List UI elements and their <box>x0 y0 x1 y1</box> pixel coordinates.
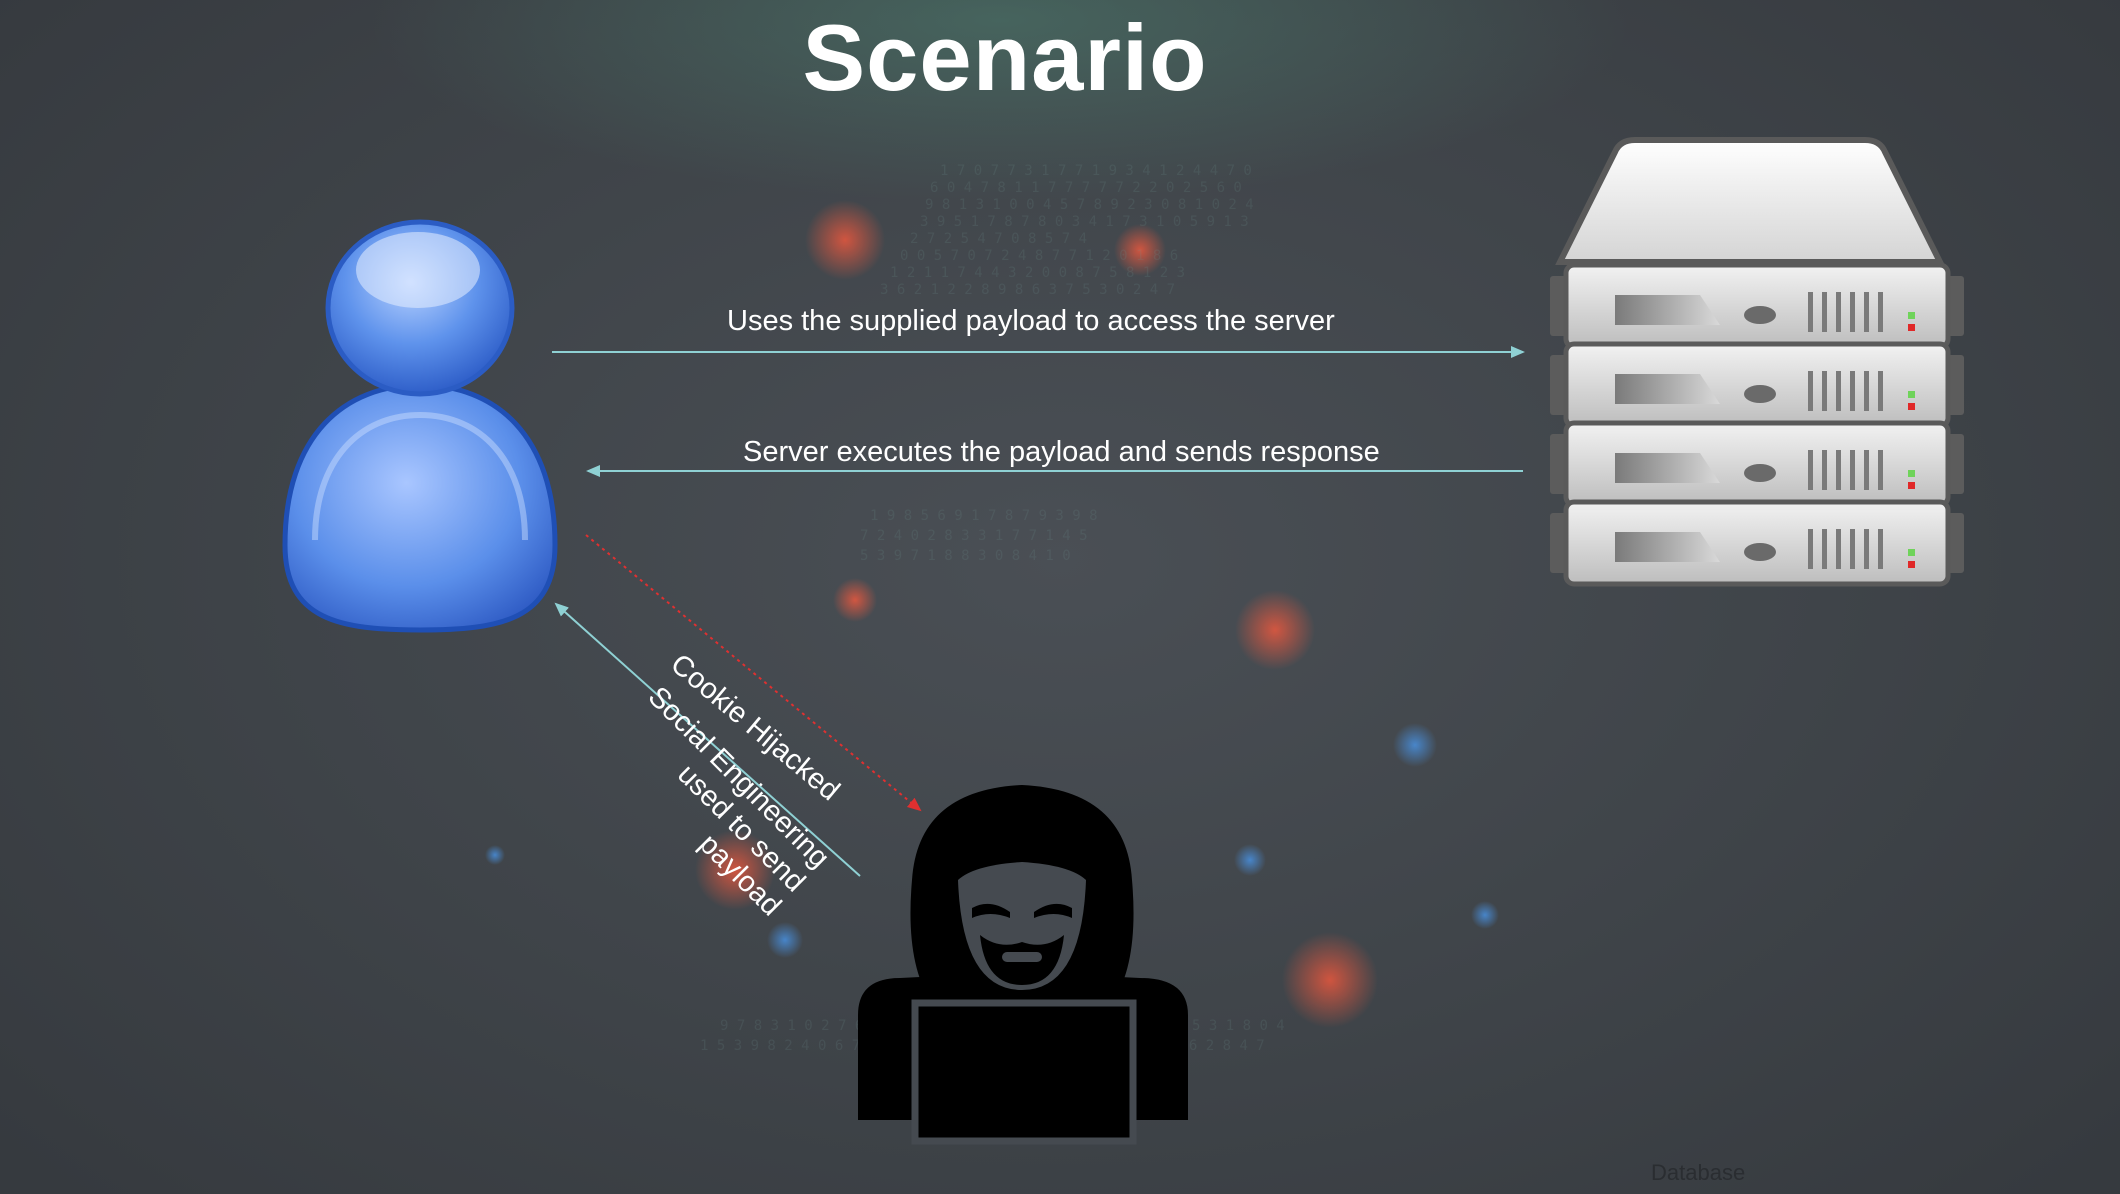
svg-text:6 0 4 7 8 1 1 7 7 7 7 7 2 2 0: 6 0 4 7 8 1 1 7 7 7 7 7 2 2 0 2 5 6 0 <box>930 180 1242 196</box>
svg-text:3 6 2 1 2 2 8 9 8 6 3 7 5 3 0: 3 6 2 1 2 2 8 9 8 6 3 7 5 3 0 2 4 7 <box>880 282 1175 298</box>
edge-label-uses-payload: Uses the supplied payload to access the … <box>727 305 1335 337</box>
edge-label-server-response: Server executes the payload and sends re… <box>743 436 1380 468</box>
svg-text:9 8 1 3 1 0 0 4 5 7 8 9 2 3 0: 9 8 1 3 1 0 0 4 5 7 8 9 2 3 0 8 1 0 2 4 <box>925 197 1254 213</box>
footer-label: Database <box>1651 1160 1746 1185</box>
svg-text:5 3 9 7 1 8 8 3 0 8 4 1 0: 5 3 9 7 1 8 8 3 0 8 4 1 0 <box>860 548 1071 564</box>
svg-text:0 0 5 7 0 7 2 4 8 7 7 1 2 0 1: 0 0 5 7 0 7 2 4 8 7 7 1 2 0 1 8 6 <box>900 248 1178 264</box>
user-icon <box>282 219 558 633</box>
edge-cookie-hijacked <box>585 534 922 812</box>
edge-social-engineering <box>554 602 861 877</box>
svg-text:1 2 1 1 7 4 4 3 2 0 0 8 7 5 8: 1 2 1 1 7 4 4 3 2 0 0 8 7 5 8 1 2 3 <box>890 265 1185 281</box>
svg-text:1 9 8 5 6 9 1 7 8 7 9 3 9 8: 1 9 8 5 6 9 1 7 8 7 9 3 9 8 <box>870 508 1098 524</box>
server-rack-icon <box>1550 137 1964 587</box>
svg-text:3 9 5 1 7 8 7 8 0 3 4 1 7 3 1: 3 9 5 1 7 8 7 8 0 3 4 1 7 3 1 0 5 9 1 3 <box>920 214 1249 230</box>
svg-text:2 7 2 5 4 7 0 8 5: 2 7 2 5 4 7 0 8 5 7 4 <box>910 231 1087 247</box>
svg-text:7 2 4 0 2 8 3 3 1 7 7 1 4 5: 7 2 4 0 2 8 3 3 1 7 7 1 4 5 <box>860 528 1088 544</box>
hacker-icon <box>858 785 1188 1145</box>
page-title: Scenario <box>802 5 1208 110</box>
svg-text:1 7 0 7 7 3 1 7 7 1 9 3 4 1 2: 1 7 0 7 7 3 1 7 7 1 9 3 4 1 2 4 4 7 0 <box>940 163 1252 179</box>
